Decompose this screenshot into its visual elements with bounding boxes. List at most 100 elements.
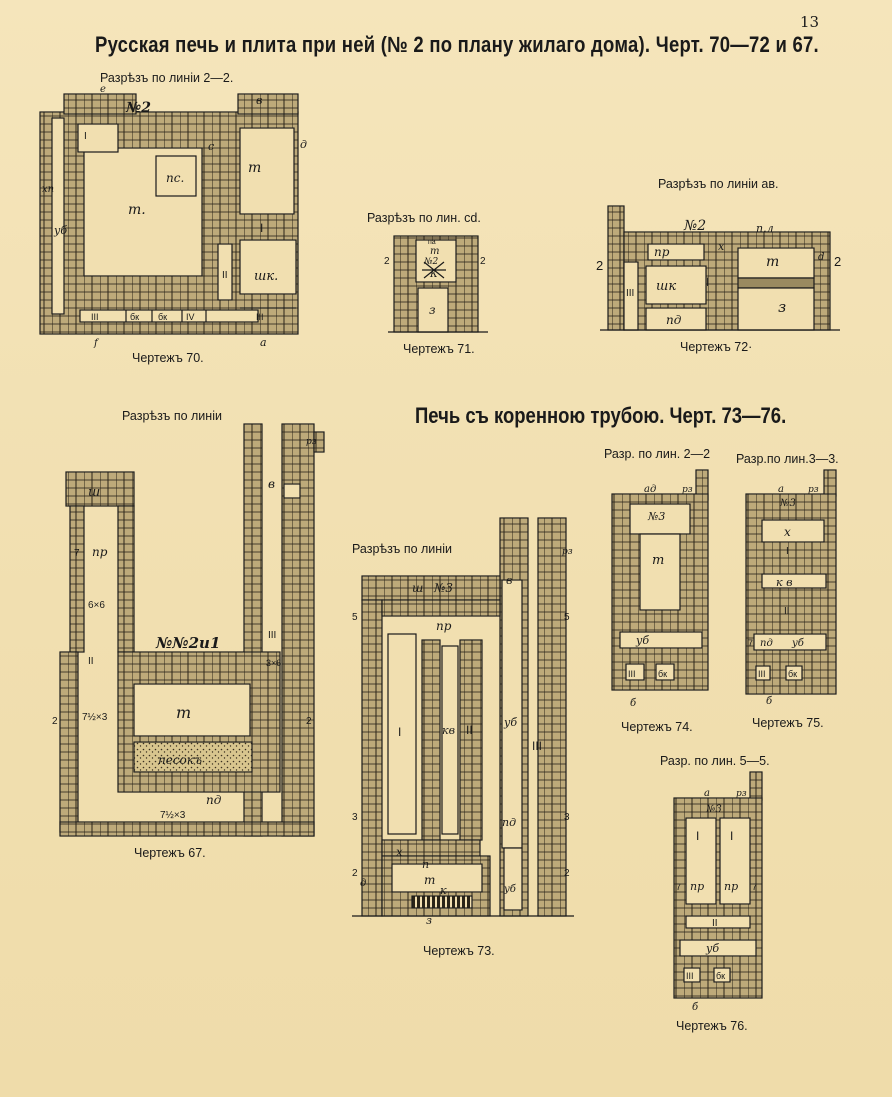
section-label-70: Разрѣзъ по линіи 2—2.	[100, 71, 234, 85]
d70-label-f: f	[93, 338, 100, 349]
section-title: Печь съ коренною трубою. Черт. 73—76.	[415, 403, 787, 428]
d67-label-rz: рз	[306, 437, 317, 447]
d73-label-t: т	[424, 873, 435, 887]
d72-label-r1: I	[706, 275, 709, 289]
d71-label-k: К	[429, 269, 438, 280]
d73-label-pr: пр	[436, 619, 452, 633]
d67-label-sh: ш	[88, 485, 100, 500]
drawing-73: ш №3 пр I кв II уб III пд х п т к з уб в…	[352, 516, 582, 928]
d70-label-shk: шк.	[254, 269, 278, 284]
d72-label-no: №2	[683, 218, 706, 234]
drawing-75: а рз №3 х I к в II пд уб III бк 7 б	[740, 469, 846, 710]
page-title: Русская печь и плита при ней (№ 2 по пла…	[95, 32, 819, 57]
d73-label-r2: II	[466, 723, 473, 737]
caption-70: Чертежъ 70.	[132, 351, 204, 365]
d67-label-no: №№2и1	[155, 634, 220, 652]
caption-72: Чертежъ 72·	[680, 340, 753, 354]
d74-label-ad: ад	[644, 484, 656, 495]
d73-label-yb: уб	[503, 716, 517, 729]
d76-label-b: б	[692, 1002, 699, 1013]
d76-label-r2: II	[712, 918, 718, 929]
d70-label-bk: бк	[130, 312, 139, 322]
d75-label-yb: уб	[791, 638, 805, 649]
d72-label-n2b: 2	[834, 254, 841, 269]
drawing-67: ш №№2и1 т песокъ пд пр 6×6 7½×3 7½×3 3×6…	[52, 423, 325, 844]
d73-label-n5a: 5	[352, 612, 358, 623]
d67-label-pes: песокъ	[158, 753, 202, 767]
d67-label-r2: II	[88, 656, 94, 667]
section-label-72: Разрѣзъ по линіи ав.	[658, 177, 779, 191]
d76-label-n7b: 7	[752, 882, 757, 892]
caption-67: Чертежъ 67.	[134, 846, 206, 860]
d75-label-bk: бк	[788, 669, 797, 679]
drawing-70: №2 т. пс. т шк. I II III бк бк IV III I …	[36, 84, 307, 354]
d70-label-r1b: I	[260, 221, 263, 235]
d73-label-n3a: 3	[352, 812, 358, 823]
d70-label-pc: пс.	[166, 171, 184, 185]
d71-label-z: з	[429, 303, 436, 317]
d71-label-n2a: 2	[384, 256, 390, 267]
d70-label-r2: II	[222, 270, 228, 281]
d70-label-t2: т	[248, 160, 261, 176]
d73-label-n5b: 5	[564, 612, 570, 623]
d76-label-no: №3	[705, 804, 722, 815]
d75-label-n7: 7	[748, 638, 753, 648]
d70-label-r3b: III	[256, 312, 264, 322]
d70-label-bk2: бк	[158, 312, 167, 322]
d67-label-pd: пд	[206, 793, 222, 807]
d71-label-n2b: 2	[480, 256, 486, 267]
d75-label-r3: III	[758, 669, 766, 679]
section-label-75: Разр.по лин.3—3.	[736, 452, 839, 466]
d72-label-pd: пд	[666, 313, 682, 327]
d76-label-pr-a: пр	[690, 880, 704, 893]
d73-label-kv: кв	[442, 724, 455, 737]
d75-label-r1: I	[786, 546, 789, 557]
d72-label-d: d	[818, 252, 824, 263]
d70-label-v: в	[256, 94, 262, 107]
d73-label-r1: I	[398, 725, 401, 739]
d74-label-no: №3	[647, 510, 665, 523]
d67-label-s66: 6×6	[88, 600, 105, 611]
d73-label-k: к	[440, 884, 447, 897]
caption-75: Чертежъ 75.	[752, 716, 824, 730]
caption-71: Чертежъ 71.	[403, 342, 475, 356]
d76-label-bk: бк	[716, 971, 725, 981]
d67-label-n2b: 2	[306, 716, 312, 727]
d72-label-t: т	[766, 254, 779, 270]
d76-label-yb: уб	[705, 942, 719, 955]
d75-label-pd: пд	[760, 638, 773, 649]
d75-label-kv: к в	[776, 576, 792, 589]
d67-label-s73: 7½×3	[82, 712, 108, 723]
caption-74: Чертежъ 74.	[621, 720, 693, 734]
d70-label-c: с	[208, 140, 214, 153]
d73-label-n3b: 3	[564, 812, 570, 823]
caption-76: Чертежъ 76.	[676, 1019, 748, 1033]
d73-label-rz: рз	[562, 547, 573, 557]
d70-label-t: т.	[128, 202, 146, 218]
drawing-71: па т №2 К з 2 2	[384, 230, 494, 338]
d72-label-n2a: 2	[596, 258, 603, 273]
d70-label-xn: хп	[42, 184, 54, 195]
d74-label-yb: уб	[635, 634, 649, 647]
d75-label-a: а	[778, 484, 784, 495]
d72-label-r3: III	[626, 288, 634, 299]
section-label-73: Разрѣзъ по линіи	[352, 542, 452, 556]
page-number: 13	[800, 13, 820, 31]
d74-label-t: т	[652, 553, 664, 568]
d74-label-b: б	[630, 698, 637, 709]
d73-label-r3: III	[532, 739, 542, 753]
d72-label-pl: п.л	[756, 222, 774, 235]
d73-label-n2a: 2	[352, 868, 358, 879]
section-label-67: Разрѣзъ по линіи	[122, 409, 222, 423]
d75-label-x: х	[784, 525, 791, 539]
d72-label-pr: пр	[654, 245, 670, 259]
d73-label-z: з	[426, 914, 432, 927]
d76-label-r1a: I	[696, 829, 699, 843]
d74-label-r3: III	[628, 669, 636, 679]
d72-label-shk: шк	[656, 279, 676, 294]
d70-label-a: а	[260, 336, 267, 349]
d70-label-r4: IV	[186, 312, 195, 322]
d73-label-pd: пд	[502, 816, 516, 829]
d73-label-v: в	[506, 574, 512, 587]
